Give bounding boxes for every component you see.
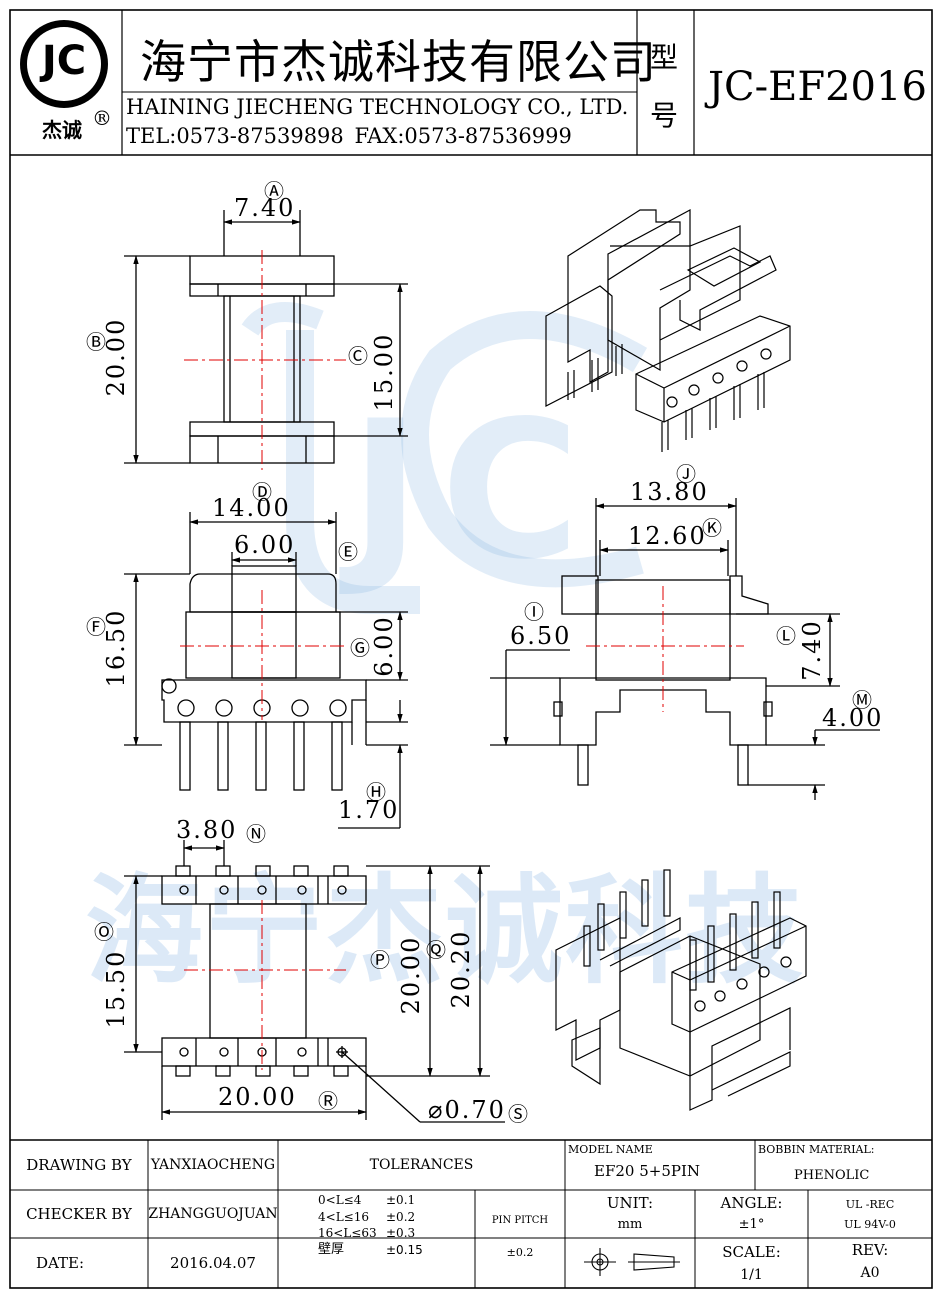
tolerance-row: 4<L≤16±0.2	[318, 1209, 416, 1224]
dim-K-value: 12.60	[628, 522, 707, 550]
tolerance-row: 壁厚±0.15	[318, 1241, 423, 1257]
company-logo: JC 杰诚 ®	[14, 14, 118, 150]
unit-value: mm	[617, 1216, 643, 1232]
dim-N-label: Ⓝ	[246, 822, 266, 846]
dim-Q-label: Ⓠ	[426, 938, 446, 962]
watermark-logo: JC	[350, 380, 601, 601]
dim-J-label: Ⓙ	[676, 462, 696, 486]
pin-pitch-label: PIN PITCH	[491, 1214, 549, 1226]
checker-by-label: CHECKER BY	[26, 1205, 132, 1223]
dim-H-value: 1.70	[338, 796, 400, 824]
bottom-view	[124, 840, 505, 1123]
date-label: DATE:	[35, 1254, 85, 1272]
angle-value: ±1°	[738, 1216, 765, 1232]
bobbin-material-value: PHENOLIC	[794, 1168, 870, 1183]
registered-mark: ®	[92, 106, 112, 130]
dim-P-value: 20.00	[397, 935, 425, 1015]
dim-B-value: 20.00	[102, 317, 130, 397]
dim-L-label: Ⓛ	[776, 624, 796, 648]
model-name-value: EF20 5+5PIN	[594, 1162, 701, 1180]
unit-label: UNIT:	[606, 1194, 654, 1212]
dim-O-label: Ⓞ	[94, 920, 114, 944]
checker-by-value: ZHANGGUOJUAN	[148, 1206, 278, 1222]
scale-label: SCALE:	[722, 1243, 781, 1261]
dim-S-value: ⌀0.70	[428, 1096, 506, 1124]
dim-R-label: Ⓡ	[318, 1089, 338, 1113]
dim-N-value: 3.80	[176, 816, 238, 844]
dim-Q-value: 20.20	[447, 929, 475, 1009]
tolerance-row: 16<L≤63±0.3	[318, 1226, 416, 1240]
dim-O-value: 15.50	[102, 949, 130, 1029]
dim-C-value: 15.00	[370, 332, 398, 412]
company-name-en: HAINING JIECHENG TECHNOLOGY CO., LTD.	[126, 95, 629, 119]
rev-value: A0	[860, 1265, 880, 1281]
dim-I-label: Ⓘ	[524, 600, 544, 624]
dim-M-label: Ⓜ	[852, 688, 872, 712]
date-value: 2016.04.07	[170, 1254, 256, 1272]
dim-P-label: Ⓟ	[370, 948, 390, 972]
logo-text: JC	[41, 38, 87, 84]
tolerance-table: 0<L≤4±0.1 4<L≤16±0.2 16<L≤63±0.3 壁厚±0.15	[318, 1192, 468, 1258]
side-view	[124, 512, 408, 829]
company-contact: TEL:0573-87539898 FAX:0573-87536999	[126, 124, 572, 148]
dim-K-label: Ⓚ	[702, 516, 722, 540]
dim-J-value: 13.80	[630, 478, 709, 506]
drawing-by-value: YANXIAOCHENG	[150, 1157, 276, 1173]
dim-B-label: Ⓑ	[86, 330, 106, 354]
drawing-by-label: DRAWING BY	[26, 1156, 132, 1174]
dim-A-value: 7.40	[234, 194, 296, 222]
bobbin-material-label: BOBBIN MATERIAL:	[758, 1143, 875, 1156]
scale-value: 1/1	[740, 1267, 763, 1283]
model-number: JC-EF2016	[708, 64, 927, 110]
tolerances-label: TOLERANCES	[369, 1157, 474, 1173]
end-view	[490, 498, 880, 800]
dim-M-value: 4.00	[822, 704, 884, 732]
ul-94v0: UL 94V-0	[844, 1217, 896, 1231]
model-name-label: MODEL NAME	[568, 1143, 653, 1156]
dim-E-label: Ⓔ	[338, 540, 358, 564]
dim-D-label: Ⓓ	[252, 480, 272, 504]
dim-S-label: Ⓢ	[508, 1102, 528, 1126]
model-label-bottom: 号	[650, 99, 679, 132]
logo-caption: 杰诚	[42, 118, 82, 142]
ul-rec: UL -REC	[845, 1197, 895, 1211]
isometric-view-top	[545, 208, 791, 452]
front-view	[124, 210, 408, 464]
dim-F-value: 16.50	[102, 608, 130, 688]
dim-F-label: Ⓕ	[86, 615, 106, 639]
dim-G-label: Ⓖ	[350, 636, 370, 660]
dim-C-label: Ⓒ	[348, 344, 368, 368]
company-name-cn: 海宁市杰诚科技有限公司	[140, 35, 657, 89]
dim-G-value: 6.00	[370, 615, 398, 677]
model-label-top: 型	[650, 41, 679, 74]
angle-label: ANGLE:	[720, 1194, 783, 1212]
dim-A-label: Ⓐ	[264, 179, 284, 203]
dim-H-label: Ⓗ	[366, 780, 386, 804]
dim-I-value: 6.50	[510, 622, 572, 650]
isometric-view-bottom	[555, 869, 807, 1111]
pin-pitch-value: ±0.2	[506, 1245, 534, 1259]
tolerance-row: 0<L≤4±0.1	[318, 1193, 416, 1207]
dim-E-value: 6.00	[234, 531, 296, 559]
rev-label: REV:	[851, 1241, 889, 1259]
dim-D-value: 14.00	[212, 494, 291, 522]
dim-L-value: 7.40	[798, 619, 826, 681]
dim-R-value: 20.00	[218, 1083, 297, 1111]
